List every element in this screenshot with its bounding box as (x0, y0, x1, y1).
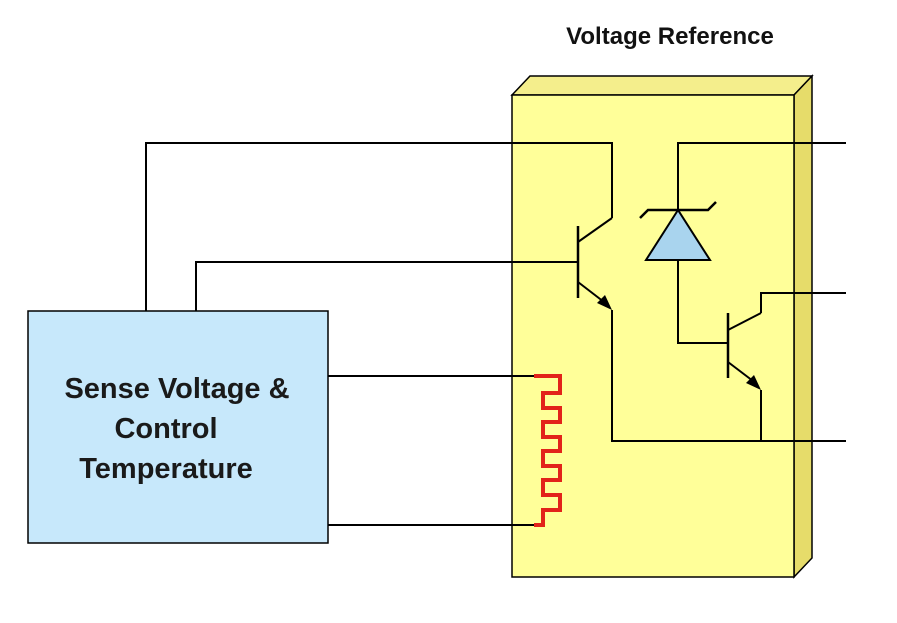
chip-top-face (510, 75, 814, 96)
sense-control-block: Sense Voltage & Control Temperature (27, 310, 329, 544)
chip-front-face (511, 94, 795, 578)
control-block-label-line1: Sense Voltage & (64, 373, 289, 405)
diagram-title: Voltage Reference (566, 23, 774, 50)
zener-diode-icon (639, 201, 717, 261)
top-output-wire (677, 142, 846, 210)
heater-resistor-icon (534, 374, 562, 527)
chip-side-face (793, 74, 813, 579)
emitter-rail-wire (611, 310, 846, 442)
voltage-reference-chip (510, 74, 814, 579)
npn-transistor-icon (726, 312, 762, 390)
zener-diode-bar (639, 201, 717, 219)
collector-wire (145, 142, 613, 311)
base-wire (195, 261, 578, 311)
control-block-box (27, 310, 329, 544)
control-block-label-line2: Control (114, 413, 217, 445)
control-block-label-line3: Temperature (79, 453, 253, 485)
diode-anode-wire (677, 260, 728, 344)
zener-diode-body (644, 208, 712, 261)
middle-output-wire (760, 292, 846, 313)
npn-transistor-icon (576, 217, 613, 310)
wiring (145, 142, 846, 526)
heater-serpentine (534, 374, 562, 527)
